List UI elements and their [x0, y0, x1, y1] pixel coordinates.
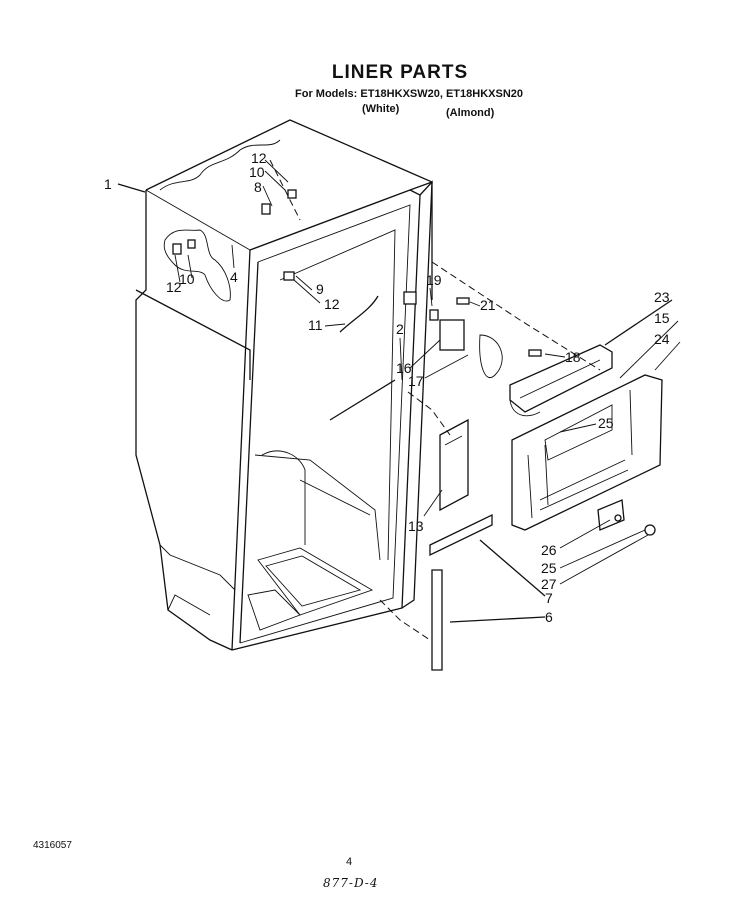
callout-21: 21 [480, 297, 496, 313]
leader-lines [117, 159, 681, 623]
small-parts [172, 189, 542, 421]
page-number: 4 [346, 856, 353, 868]
color-white-label: (White) [362, 103, 400, 115]
callout-12-left: 12 [166, 279, 182, 295]
callout-labels: 1 12 10 8 4 12 10 9 12 11 2 19 21 16 18 … [104, 150, 670, 625]
callout-1: 1 [104, 176, 112, 192]
callout-17: 17 [408, 373, 424, 389]
callout-10-top: 10 [249, 164, 265, 180]
callout-7: 7 [545, 590, 553, 606]
handwritten-note: 877-D-4 [323, 876, 379, 890]
callout-15: 15 [654, 310, 670, 326]
callout-18: 18 [565, 349, 581, 365]
liner-door-frame [231, 180, 433, 651]
callout-11: 11 [308, 317, 323, 333]
callout-9: 9 [316, 281, 324, 297]
dispenser-parts [429, 344, 663, 671]
part-number: 4316057 [33, 840, 72, 851]
page-title: LINER PARTS [331, 62, 469, 83]
callout-8: 8 [254, 179, 262, 195]
callout-4: 4 [230, 269, 238, 285]
models-line: For Models: ET18HKXSW20, ET18HKXSN20 [295, 88, 524, 100]
callout-24: 24 [654, 331, 670, 347]
callout-26: 26 [541, 542, 557, 558]
callout-27: 27 [541, 576, 557, 592]
color-almond-label: (Almond) [446, 107, 495, 119]
callout-19: 19 [426, 272, 442, 288]
callout-23: 23 [654, 289, 670, 305]
callout-6: 6 [545, 609, 553, 625]
callout-13: 13 [408, 518, 424, 534]
callout-10-left: 10 [179, 271, 195, 287]
cabinet-shell [135, 119, 433, 651]
callout-25-lower: 25 [541, 560, 557, 576]
callout-12-mid: 12 [324, 296, 340, 312]
callout-25-upper: 25 [598, 415, 614, 431]
callout-16: 16 [396, 360, 412, 376]
callout-12-top: 12 [251, 150, 267, 166]
callout-2: 2 [396, 321, 404, 337]
